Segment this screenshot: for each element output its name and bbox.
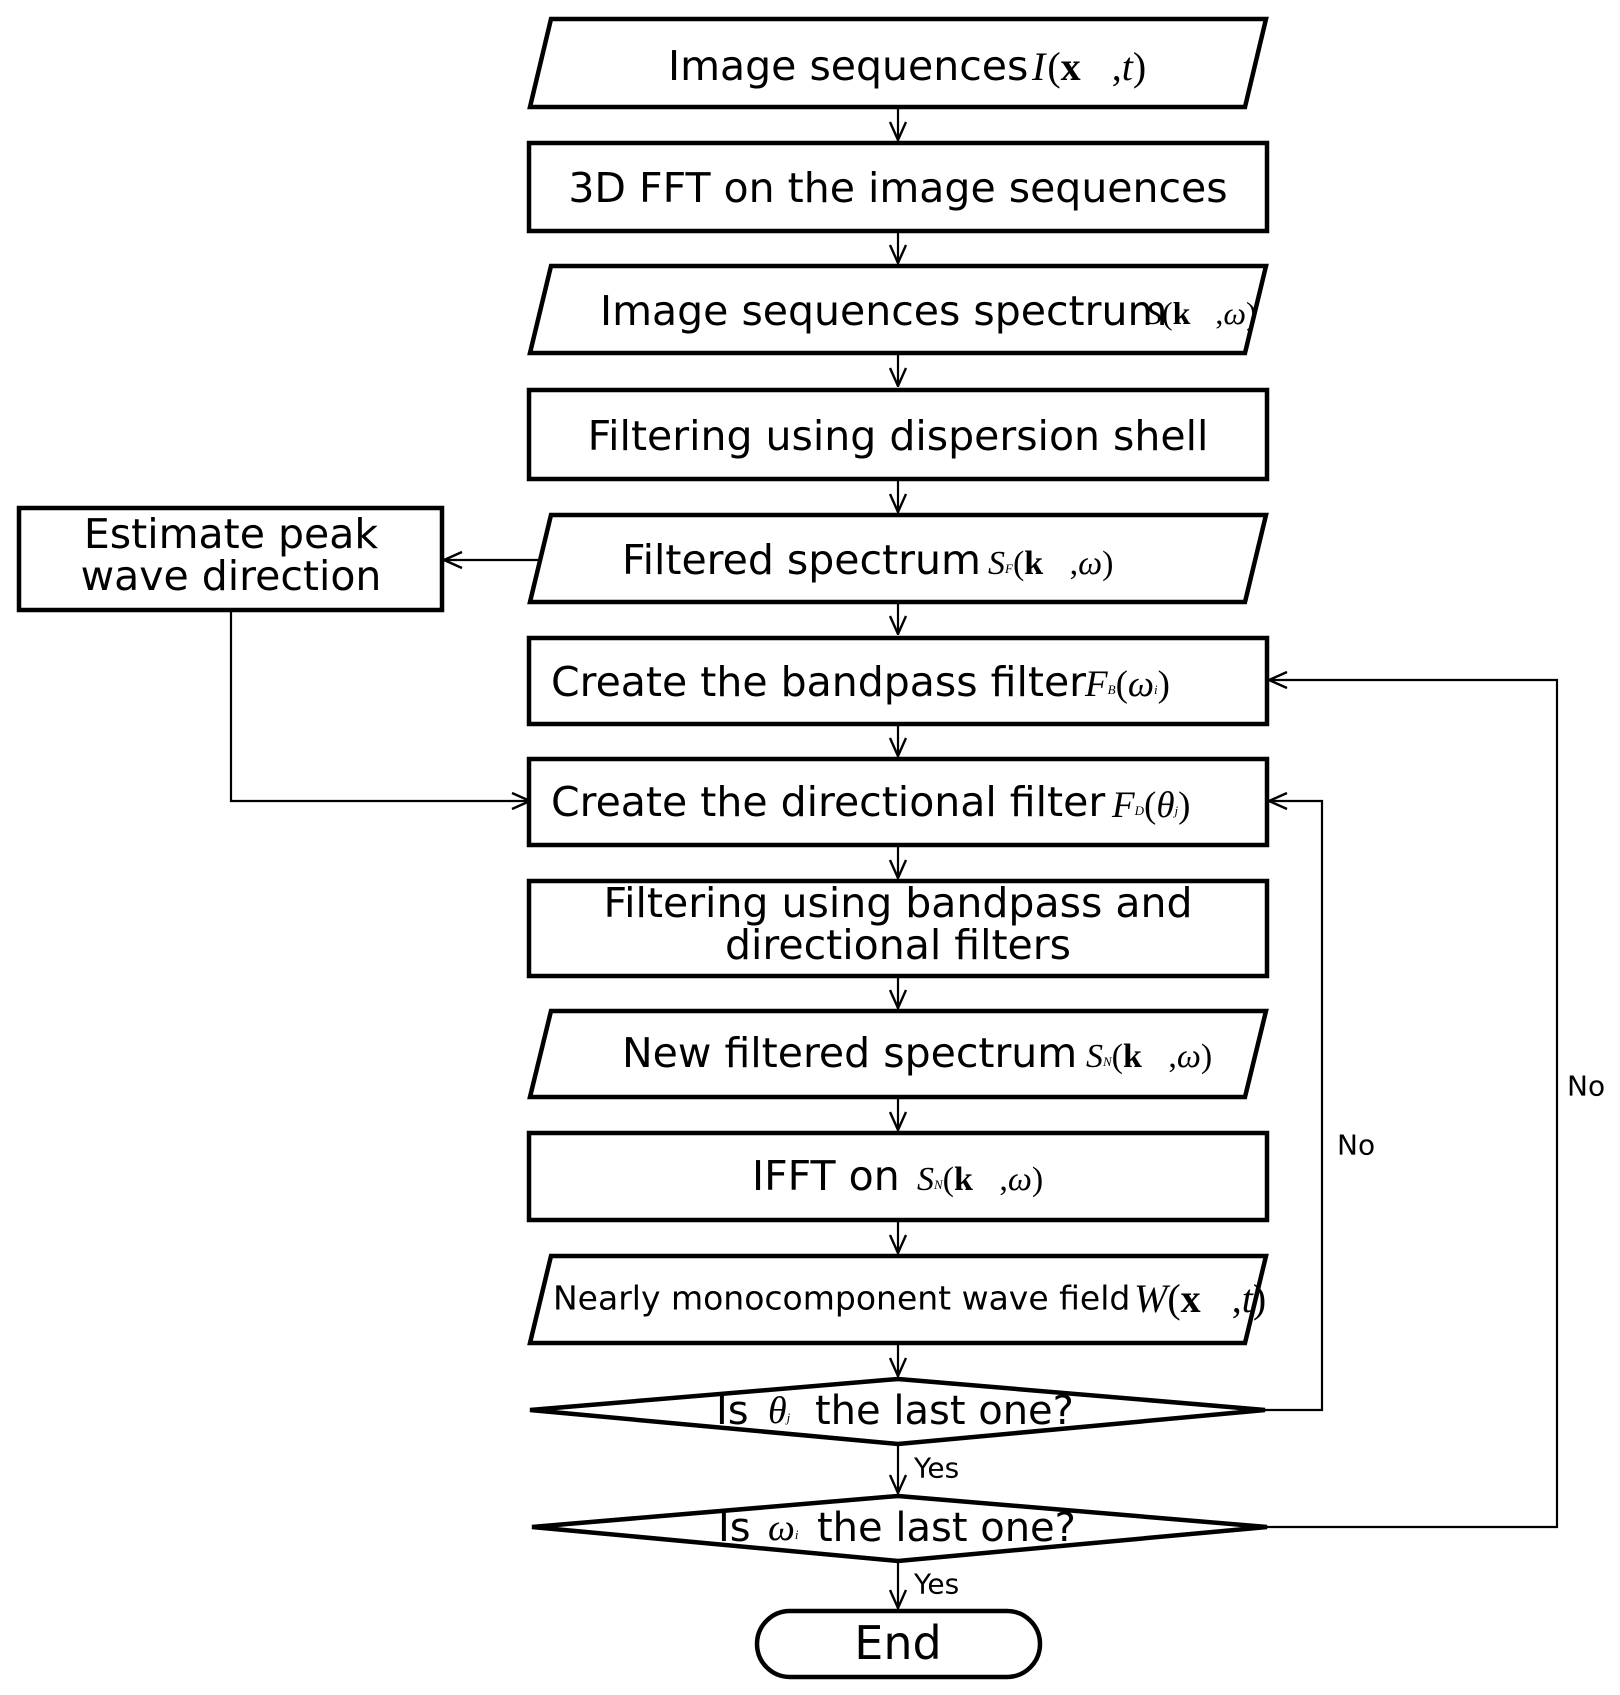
n1-formula: I(x⃗,t) bbox=[1031, 44, 1146, 89]
n11-formula: W(x⃗,t) bbox=[1134, 1276, 1266, 1321]
n4-label: Filtering using dispersion shell bbox=[588, 412, 1209, 460]
n12-label-after: the last one? bbox=[815, 1388, 1074, 1434]
side-label-line-2: wave direction bbox=[81, 552, 382, 600]
node-omega-decision bbox=[531, 1493, 1268, 1564]
n8-label-line-2: directional filters bbox=[725, 921, 1071, 969]
end-label: End bbox=[854, 1616, 941, 1670]
yes-label-1: Yes bbox=[913, 1452, 959, 1485]
n3-label: Image sequences spectrum bbox=[600, 287, 1167, 335]
n1-label: Image sequences bbox=[668, 42, 1028, 90]
n6-formula: FB(ωi) bbox=[1084, 664, 1170, 705]
node-filtered-spectrum bbox=[527, 512, 1269, 605]
node-end bbox=[754, 1608, 1043, 1680]
node-new-filtered-spectrum bbox=[527, 1008, 1269, 1100]
node-bandpass-filter bbox=[526, 635, 1270, 727]
n9-label: New filtered spectrum bbox=[622, 1029, 1077, 1077]
n6-label: Create the bandpass filter bbox=[551, 658, 1086, 706]
yes-label-2: Yes bbox=[913, 1568, 959, 1601]
no-label-omega: No bbox=[1567, 1070, 1605, 1103]
node-filtering-both bbox=[526, 878, 1270, 979]
n5-label: Filtered spectrum bbox=[622, 536, 981, 584]
n9-formula: SN(k⃗,ω) bbox=[1086, 1038, 1212, 1075]
n2-label: 3D FFT on the image sequences bbox=[568, 164, 1227, 212]
node-wave-field bbox=[527, 1253, 1269, 1346]
n7-formula: FD(θj) bbox=[1111, 785, 1190, 826]
n13-label-before: Is bbox=[718, 1505, 751, 1551]
n8-label-line-1: Filtering using bandpass and bbox=[604, 879, 1193, 927]
side-label-line-1: Estimate peak bbox=[84, 510, 379, 558]
n13-formula: ωi bbox=[768, 1507, 799, 1549]
n7-label: Create the directional filter bbox=[551, 778, 1105, 826]
n5-formula: SF(k⃗,ω) bbox=[988, 545, 1113, 582]
node-theta-decision bbox=[529, 1376, 1266, 1447]
n11-label: Nearly monocomponent wave field bbox=[553, 1279, 1130, 1318]
node-ifft bbox=[526, 1130, 1270, 1223]
node-spectrum bbox=[527, 263, 1269, 356]
connectors bbox=[229, 109, 1559, 1608]
node-image-sequences bbox=[527, 16, 1269, 110]
node-texts: Image sequences I(x⃗,t) 3D FFT on the im… bbox=[81, 42, 1267, 1670]
edge-labels: Yes Yes No No bbox=[913, 1070, 1605, 1601]
shapes bbox=[16, 16, 1270, 1680]
n10-label: IFFT on bbox=[752, 1152, 900, 1200]
n3-formula: S(k⃗,ω) bbox=[1146, 295, 1257, 331]
arrow-n12-n7-no bbox=[1265, 801, 1324, 1412]
n13-label-after: the last one? bbox=[817, 1505, 1076, 1551]
arrow-n13-n6-no bbox=[1267, 680, 1559, 1529]
n10-formula: SN(k⃗,ω) bbox=[917, 1161, 1043, 1198]
n12-formula: θj bbox=[768, 1390, 791, 1432]
n12-label-before: Is bbox=[716, 1388, 749, 1434]
node-3d-fft bbox=[526, 140, 1270, 234]
arrow-side-n7 bbox=[229, 612, 530, 801]
node-dispersion-shell bbox=[526, 387, 1270, 482]
node-directional-filter bbox=[526, 756, 1270, 848]
node-estimate-peak bbox=[16, 505, 445, 613]
no-label-theta: No bbox=[1337, 1129, 1375, 1162]
